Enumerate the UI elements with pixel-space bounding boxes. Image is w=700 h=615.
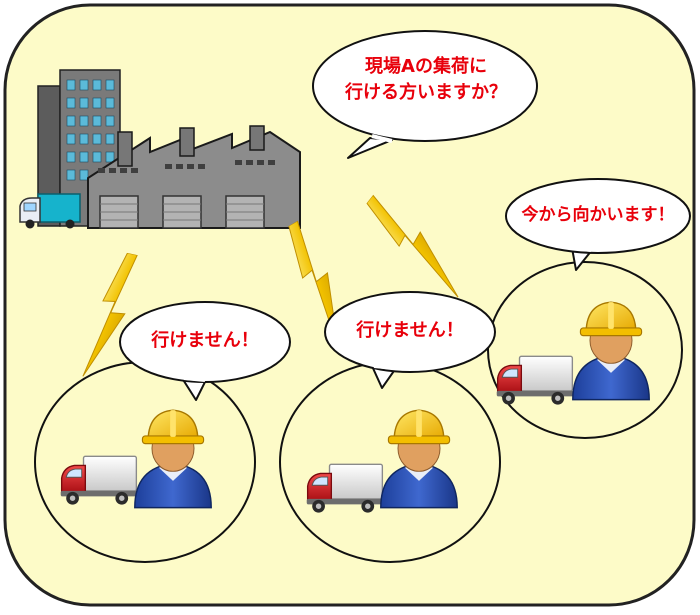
driver-circle <box>487 261 683 439</box>
reply-bubble-3 <box>505 178 691 271</box>
reply-bubble-1 <box>119 301 291 401</box>
driver-2-reply: 行けません！ <box>356 320 464 341</box>
hub-request-line2: 行ける方いますか？ <box>345 82 507 104</box>
driver-3-reply: 今から向かいます！ <box>521 205 675 225</box>
hub-van-icon <box>19 193 81 229</box>
factory-icon <box>87 125 301 229</box>
hub-speech-bubble <box>312 30 538 159</box>
driver-1-reply: 行けません！ <box>151 330 259 351</box>
hub-request-line1: 現場Aの集荷に <box>365 56 487 77</box>
reply-bubble-2 <box>324 291 496 389</box>
hub-request-text: 現場Aの集荷に 行ける方いますか？ <box>330 54 522 106</box>
